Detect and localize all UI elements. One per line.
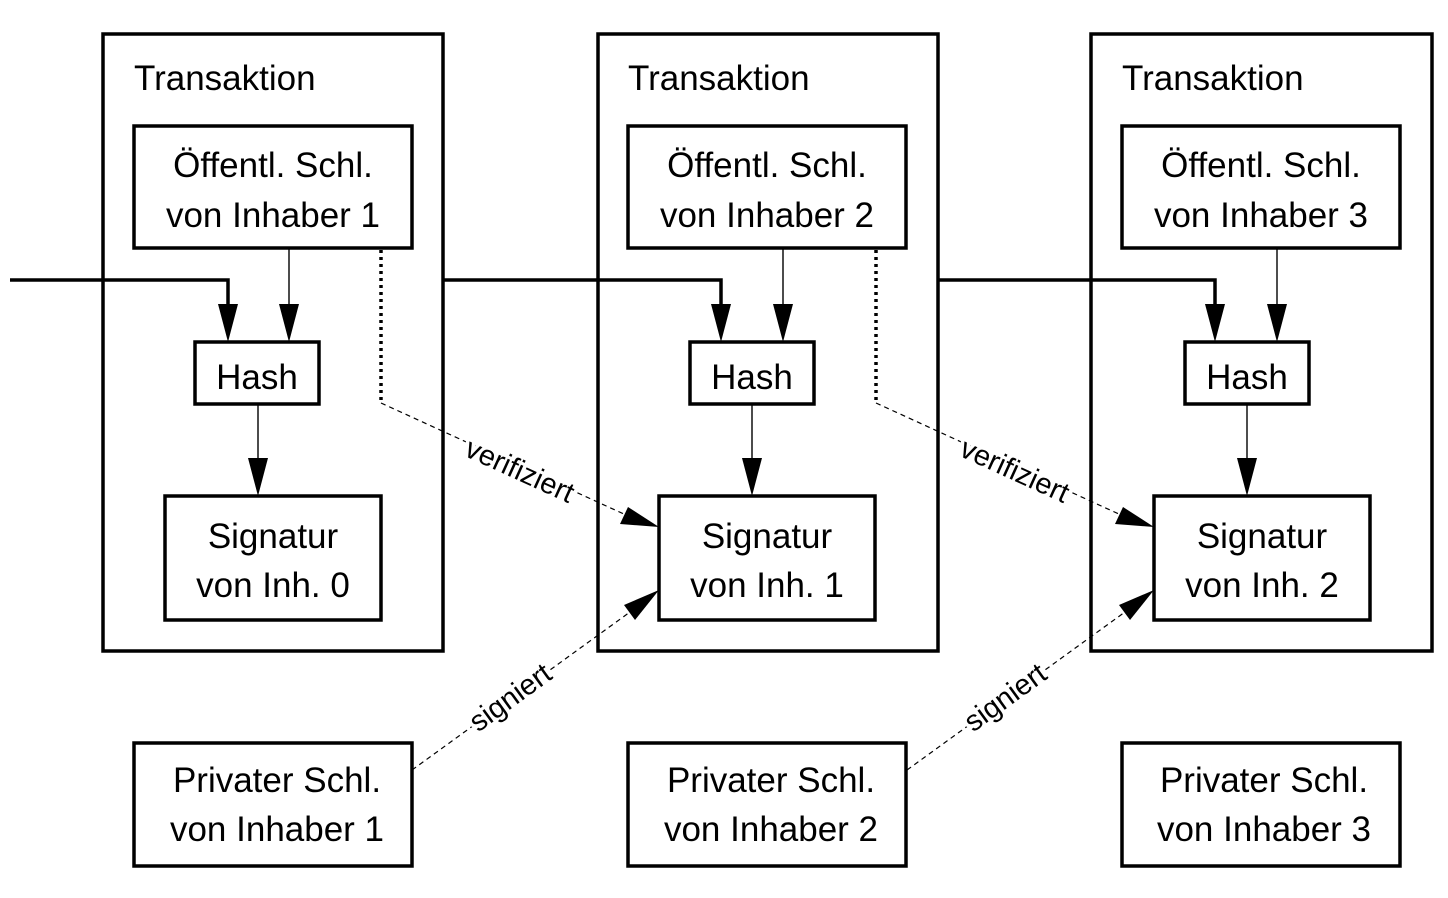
transaction-title: Transaktion	[628, 59, 810, 98]
public-key-box	[1120, 124, 1402, 250]
sign-label: signiert	[463, 658, 557, 739]
arrowhead	[742, 458, 762, 496]
public-key-label-line1: Öffentl. Schl.	[667, 146, 867, 185]
public-key-box	[626, 124, 908, 250]
private-key-label-line2: von Inhaber 1	[170, 810, 384, 849]
chain-line	[443, 278, 723, 304]
arrowhead	[1267, 304, 1287, 342]
private-key-label-line1: Privater Schl.	[173, 761, 381, 800]
arrowhead	[624, 590, 659, 620]
verify-label: verifiziert	[955, 432, 1074, 509]
public-key-label-line1: Öffentl. Schl.	[173, 146, 373, 185]
signature-label-line2: von Inh. 1	[690, 566, 844, 605]
arrowhead	[620, 507, 659, 527]
private-key-1: Privater Schl. von Inhaber 1	[132, 741, 414, 868]
private-key-box	[626, 741, 908, 868]
private-key-3: Privater Schl. von Inhaber 3	[1120, 741, 1402, 868]
hash-box	[688, 340, 816, 406]
private-key-2: Privater Schl. von Inhaber 2	[626, 741, 908, 868]
arrowhead	[1115, 507, 1154, 527]
transaction-block-2: Transaktion Öffentl. Schl. von Inhaber 2…	[443, 32, 940, 653]
public-key-box	[132, 124, 414, 250]
private-key-label-line1: Privater Schl.	[667, 761, 875, 800]
signature-box	[1152, 494, 1372, 622]
hash-box	[193, 340, 321, 406]
public-key-label-line2: von Inhaber 3	[1154, 196, 1368, 235]
transaction-block-3: Transaktion Öffentl. Schl. von Inhaber 3…	[938, 32, 1434, 653]
signature-label-line2: von Inh. 2	[1185, 566, 1339, 605]
arrowhead	[248, 458, 268, 496]
transaction-block-1: Transaktion Öffentl. Schl. von Inhaber 1…	[10, 32, 445, 653]
signature-box	[163, 494, 383, 622]
public-key-label-line1: Öffentl. Schl.	[1161, 146, 1361, 185]
arrowhead	[1205, 304, 1225, 342]
signature-label-line2: von Inh. 0	[196, 566, 350, 605]
hash-label: Hash	[216, 358, 298, 397]
transaction-title: Transaktion	[1122, 59, 1304, 98]
arrowhead	[711, 304, 731, 342]
chain-line	[938, 278, 1217, 304]
private-key-label-line2: von Inhaber 3	[1157, 810, 1371, 849]
sign-label: signiert	[958, 658, 1052, 739]
arrowhead	[1119, 590, 1154, 620]
verify-label: verifiziert	[460, 432, 579, 509]
hash-label: Hash	[1206, 358, 1288, 397]
transaction-title: Transaktion	[134, 59, 316, 98]
arrowhead	[218, 304, 238, 342]
private-key-box	[1120, 741, 1402, 868]
arrowhead	[773, 304, 793, 342]
signature-box	[657, 494, 877, 622]
public-key-label-line2: von Inhaber 2	[660, 196, 874, 235]
chain-line-in	[10, 278, 230, 304]
signature-label-line1: Signatur	[208, 517, 339, 556]
private-key-label-line1: Privater Schl.	[1160, 761, 1368, 800]
private-key-label-line2: von Inhaber 2	[664, 810, 878, 849]
arrowhead	[279, 304, 299, 342]
arrowhead	[1237, 458, 1257, 496]
signature-label-line1: Signatur	[1197, 517, 1328, 556]
hash-label: Hash	[711, 358, 793, 397]
signature-label-line1: Signatur	[702, 517, 833, 556]
private-key-box	[132, 741, 414, 868]
public-key-label-line2: von Inhaber 1	[166, 196, 380, 235]
